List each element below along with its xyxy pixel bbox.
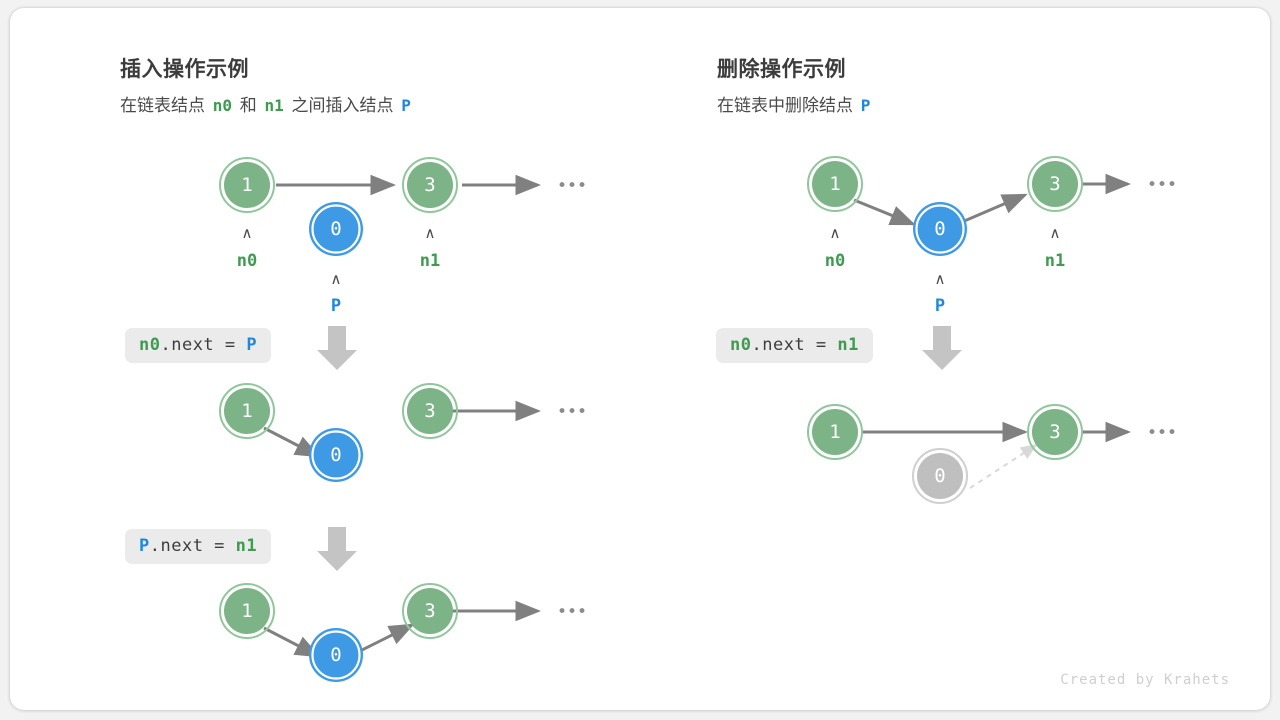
pointer-caret-p: ∧ <box>331 270 342 288</box>
node-n0-value: 1 <box>241 600 252 622</box>
node-n0: 1 <box>807 404 863 460</box>
node-n0-value: 1 <box>241 400 252 422</box>
node-n1-value: 3 <box>1049 173 1060 195</box>
node-p: 0 <box>309 628 363 682</box>
node-p: 0 <box>309 428 363 482</box>
node-n1-value: 3 <box>424 400 435 422</box>
ellipsis: ••• <box>557 176 587 196</box>
pointer-label-n1: n1 <box>420 251 440 271</box>
ellipsis: ••• <box>1147 423 1177 443</box>
code-token-p: P <box>139 536 150 556</box>
node-n0: 1 <box>219 383 275 439</box>
insert-step-2-figure: 1 0 3 ••• <box>219 583 587 682</box>
ellipsis: ••• <box>557 402 587 422</box>
diagram-card: 插入操作示例 在链表结点 n0 和 n1 之间插入结点 P <box>10 8 1270 710</box>
left-panel-title: 插入操作示例 <box>120 58 249 81</box>
node-n0-value: 1 <box>241 174 252 196</box>
code-token-p: P <box>246 335 258 355</box>
right-sub-part1: 在链表中删除结点 <box>717 96 853 115</box>
credit-text: Created by Krahets <box>1060 672 1230 688</box>
node-n0: 1 <box>219 583 275 639</box>
pointer-caret-n0: ∧ <box>830 224 841 242</box>
delete-arrow-down-1 <box>922 326 962 370</box>
right-sub-p: P <box>860 96 871 115</box>
code-token-n0: n0 <box>730 335 752 355</box>
node-n1: 3 <box>402 383 458 439</box>
pointer-caret-n0: ∧ <box>242 224 253 242</box>
node-p-value: 0 <box>934 465 945 487</box>
node-n1-value: 3 <box>424 174 435 196</box>
node-p-value: 0 <box>330 218 341 240</box>
pointer-label-n0: n0 <box>237 251 257 271</box>
left-sub-n0: n0 <box>212 96 232 115</box>
right-panel-title: 删除操作示例 <box>717 58 846 81</box>
node-p-value: 0 <box>934 218 945 240</box>
delete-step-1-figure: 1 0 3 ••• <box>807 404 1177 504</box>
node-n1: 3 <box>402 583 458 639</box>
code-token-next: .next = <box>160 335 247 355</box>
insert-arrow-down-1 <box>317 326 357 370</box>
code-token-next: .next = <box>149 536 236 556</box>
ellipsis: ••• <box>557 602 587 622</box>
delete-step-1-code: n0.next = n1 <box>716 328 873 363</box>
node-n1: 3 <box>402 157 458 213</box>
left-sub-n1: n1 <box>264 96 284 115</box>
left-sub-p: P <box>401 96 411 115</box>
node-p-value: 0 <box>330 444 341 466</box>
left-sub-part3: 之间插入结点 <box>291 96 394 115</box>
insert-arrow-down-2 <box>317 527 357 571</box>
node-n1-value: 3 <box>424 600 435 622</box>
pointer-label-p: P <box>331 296 341 316</box>
insert-step-1-figure: 1 0 3 ••• <box>219 383 587 482</box>
right-panel-subtitle: 在链表中删除结点 P <box>717 91 873 116</box>
pointer-caret-n1: ∧ <box>425 224 436 242</box>
insert-step-1-code: n0.next = P <box>125 328 272 363</box>
left-sub-part2: 和 <box>239 96 257 115</box>
pointer-label-n1: n1 <box>1045 251 1065 271</box>
ellipsis: ••• <box>1147 175 1177 195</box>
node-n1: 3 <box>1027 156 1083 212</box>
code-token-next: .next = <box>751 335 838 355</box>
node-n0: 1 <box>807 156 863 212</box>
node-p: 0 <box>309 202 363 256</box>
node-n1: 3 <box>1027 404 1083 460</box>
pointer-caret-p: ∧ <box>935 270 946 288</box>
code-token-n0: n0 <box>139 335 161 355</box>
node-p: 0 <box>913 202 967 256</box>
pointer-label-p: P <box>935 296 945 316</box>
code-token-n1: n1 <box>837 335 859 355</box>
insert-step-2-code: P.next = n1 <box>125 529 272 564</box>
node-p-value: 0 <box>330 644 341 666</box>
pointer-label-n0: n0 <box>825 251 845 271</box>
node-n0-value: 1 <box>829 173 840 195</box>
insert-step-0-figure: 1 ∧ n0 0 ∧ P 3 ∧ n1 ••• <box>219 157 587 316</box>
node-p-removed: 0 <box>912 448 968 504</box>
left-panel-subtitle: 在链表结点 n0 和 n1 之间插入结点 P <box>120 91 414 116</box>
node-n0: 1 <box>219 157 275 213</box>
left-sub-part1: 在链表结点 <box>120 96 205 115</box>
code-token-n1: n1 <box>235 536 258 556</box>
node-n0-value: 1 <box>829 421 840 443</box>
node-n1-value: 3 <box>1049 421 1060 443</box>
delete-step-0-figure: 1 ∧ n0 0 ∧ P 3 ∧ n1 ••• <box>807 156 1177 316</box>
pointer-caret-n1: ∧ <box>1050 224 1061 242</box>
